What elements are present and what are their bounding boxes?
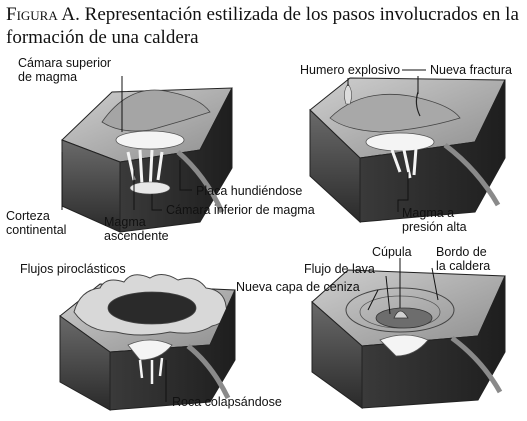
panel-1-lower-chamber bbox=[129, 181, 171, 195]
panel-1-rising-magma bbox=[126, 149, 164, 191]
label-upper-chamber: Cámara superior de magma bbox=[18, 56, 111, 84]
leader-lava-flow bbox=[385, 275, 391, 315]
panel-2-block bbox=[309, 77, 506, 224]
figure-title: Figura A. Representación estilizada de l… bbox=[6, 3, 521, 49]
label-crust: Corteza continental bbox=[6, 209, 66, 237]
label-collapsing-rock: Roca colapsándose bbox=[172, 395, 282, 409]
panel-4-dome bbox=[393, 310, 409, 319]
panel-2-magma-dykes bbox=[390, 147, 418, 179]
leader-high-pressure bbox=[397, 172, 409, 212]
panel-3-side bbox=[109, 289, 236, 411]
label-high-pressure-magma: Magma a presión alta bbox=[402, 206, 467, 234]
panel-1-upper-chamber bbox=[115, 130, 185, 150]
label-caldera-rim: Bordo de la caldera bbox=[436, 245, 490, 273]
panel-4-block bbox=[311, 269, 506, 409]
panel-4-magma-below bbox=[379, 334, 429, 357]
label-pyroclastic-flows: Flujos piroclásticos bbox=[20, 262, 126, 276]
figure-title-text: Representación estilizada de los pasos i… bbox=[6, 4, 519, 48]
label-crust-line1: Corteza bbox=[6, 209, 50, 223]
figure-title-prefix: Figura A. bbox=[6, 4, 80, 25]
label-explosive-plume: Humero explosivo bbox=[300, 63, 401, 77]
leader-new-ash-layer bbox=[367, 289, 379, 311]
panel-3-block bbox=[59, 274, 236, 411]
panel-2-chamber bbox=[365, 132, 435, 152]
panel-4-side bbox=[361, 275, 506, 409]
panel-1-subduction-plate bbox=[176, 150, 225, 214]
label-new-fracture: Nueva fractura bbox=[430, 63, 512, 77]
label-new-ash-layer: Nueva capa de ceniza bbox=[236, 280, 360, 294]
panel-2-bulge bbox=[329, 93, 461, 133]
label-lava-flow: Flujo de lava bbox=[304, 262, 375, 276]
leader-caldera-rim bbox=[431, 267, 439, 301]
panel-2-fracture bbox=[415, 91, 421, 117]
label-rising-magma-line2: ascendente bbox=[104, 229, 169, 243]
panel-4-subduction-plate bbox=[450, 335, 503, 394]
label-caldera-rim-line1: Bordo de bbox=[436, 245, 487, 259]
panel-1-bulge bbox=[101, 89, 211, 132]
label-high-pressure-magma-line1: Magma a bbox=[402, 206, 455, 220]
label-dome: Cúpula bbox=[372, 245, 412, 259]
label-crust-line2: continental bbox=[6, 223, 67, 237]
label-rising-magma-line1: Magma bbox=[104, 215, 146, 229]
label-caldera-rim-line2: la caldera bbox=[436, 259, 491, 273]
label-upper-chamber-line2: de magma bbox=[18, 70, 78, 84]
panel-1-side bbox=[119, 87, 233, 233]
label-lower-chamber: Cámara inferior de magma bbox=[166, 203, 315, 217]
label-upper-chamber-line1: Cámara superior bbox=[18, 56, 112, 70]
panel-3-magma-streaks bbox=[138, 357, 164, 384]
label-rising-magma: Magma ascendente bbox=[104, 215, 169, 243]
panel-2-subduction-plate bbox=[443, 143, 501, 207]
label-high-pressure-magma-line2: presión alta bbox=[402, 220, 467, 234]
panel-3-subduction-plate bbox=[186, 344, 231, 400]
label-sinking-plate: Placa hundiéndose bbox=[196, 184, 303, 198]
leader-lines bbox=[61, 69, 439, 402]
panel-2-side bbox=[359, 79, 506, 223]
panel-3-collapsed-magma bbox=[127, 339, 173, 361]
panel-3-crater bbox=[107, 291, 197, 325]
leader-lower-chamber bbox=[151, 194, 162, 211]
leader-sinking-plate bbox=[179, 160, 192, 191]
